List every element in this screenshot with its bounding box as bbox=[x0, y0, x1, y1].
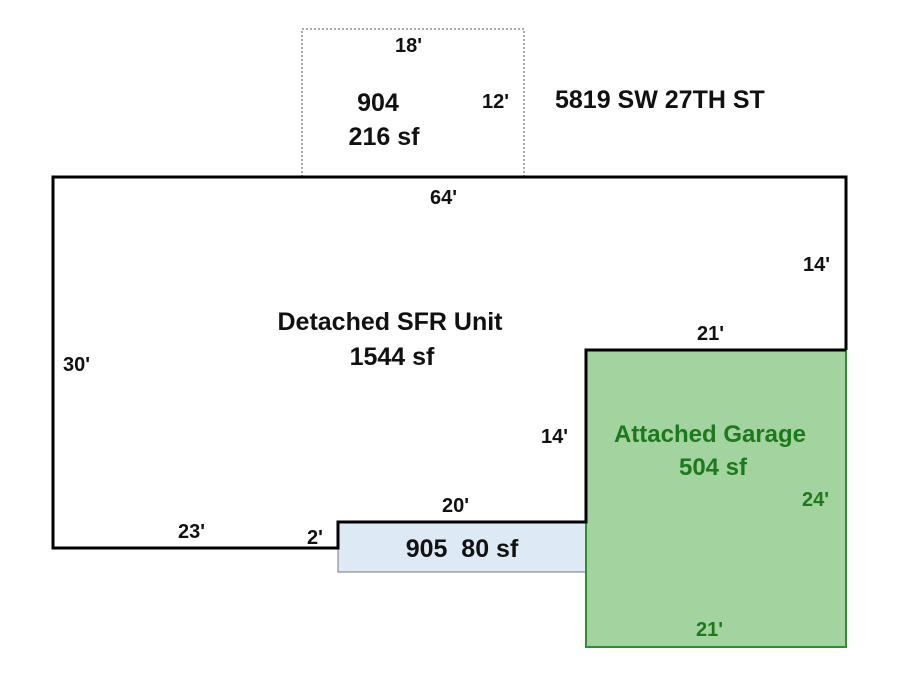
dim-904-side: 12' bbox=[482, 91, 509, 113]
garage-box bbox=[585, 349, 847, 648]
main-unit-name: Detached SFR Unit bbox=[277, 308, 503, 336]
area-905-label: 905 80 sf bbox=[406, 535, 519, 563]
area-905-box bbox=[337, 521, 587, 573]
dim-main-right-upper: 14' bbox=[803, 254, 830, 276]
dim-garage-side: 24' bbox=[802, 489, 829, 511]
area-904-code: 904 bbox=[357, 89, 399, 117]
dim-904-top: 18' bbox=[395, 35, 422, 57]
dim-main-left: 30' bbox=[63, 354, 90, 376]
garage-area: 504 sf bbox=[679, 454, 748, 481]
dim-main-notch-side: 14' bbox=[541, 426, 568, 448]
dim-main-bottom-step: 2' bbox=[307, 527, 323, 549]
address-title: 5819 SW 27TH ST bbox=[555, 86, 765, 114]
dim-garage-bottom: 21' bbox=[696, 619, 723, 641]
dim-main-notch-top: 21' bbox=[697, 323, 724, 345]
main-unit-area: 1544 sf bbox=[350, 343, 435, 371]
dim-main-top: 64' bbox=[430, 187, 457, 209]
garage-name: Attached Garage bbox=[614, 421, 806, 448]
dim-main-bottom-left: 23' bbox=[178, 521, 205, 543]
dim-main-bottom-mid: 20' bbox=[442, 495, 469, 517]
main-unit-outline bbox=[51, 175, 848, 550]
area-904-size: 216 sf bbox=[349, 123, 421, 151]
